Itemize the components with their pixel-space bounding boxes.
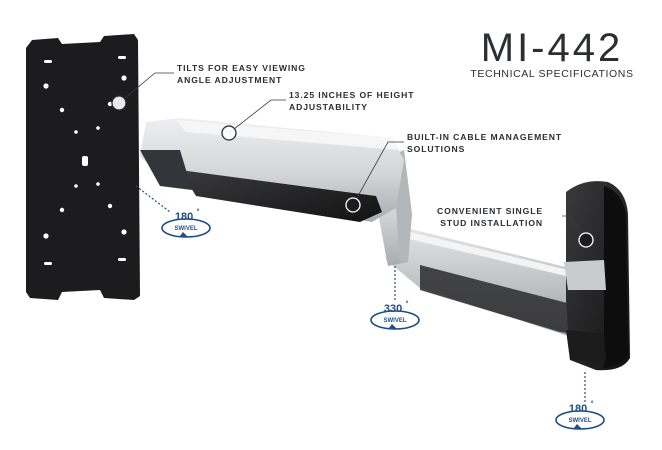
swivel-middle-label: SWIVEL [383, 318, 406, 324]
callout-tilt-line2: ANGLE ADJUSTMENT [177, 75, 283, 85]
model-title: MI-442 [480, 26, 624, 70]
callout-height: 13.25 INCHES OF HEIGHT ADJUSTABILITY [289, 89, 414, 113]
callout-cable-pointer [345, 141, 404, 213]
swivel-badge-right: 180 ° SWIVEL [555, 400, 605, 430]
callout-cable-line1: BUILT-IN CABLE MANAGEMENT [407, 132, 563, 142]
callout-tilt-line1: TILTS FOR EASY VIEWING [177, 63, 306, 73]
wall-bracket [564, 181, 630, 371]
swivel-left-label: SWIVEL [174, 226, 197, 232]
callout-height-line1: 13.25 INCHES OF HEIGHT [289, 90, 415, 100]
callout-stud-pointer [562, 215, 594, 248]
callout-tilt-pointer [111, 72, 174, 111]
swivel-middle-degree-sign: ° [406, 300, 409, 308]
vesa-plate [26, 34, 140, 300]
lower-arm [382, 222, 604, 338]
callout-cable: BUILT-IN CABLE MANAGEMENT SOLUTIONS [407, 131, 562, 155]
swivel-right-label: SWIVEL [568, 418, 591, 424]
swivel-badge-left: 180 ° SWIVEL [161, 208, 211, 238]
callout-stud-line1: CONVENIENT SINGLE [437, 206, 544, 216]
callout-height-line2: ADJUSTABILITY [289, 102, 368, 112]
callout-stud: CONVENIENT SINGLE STUD INSTALLATION [437, 205, 543, 229]
callout-cable-line2: SOLUTIONS [407, 144, 466, 154]
swivel-badge-middle: 330 ° SWIVEL [370, 300, 420, 330]
swivel-left-degrees: 180 [175, 211, 193, 223]
callout-tilt: TILTS FOR EASY VIEWING ANGLE ADJUSTMENT [177, 62, 306, 86]
swivel-left-degree-sign: ° [197, 208, 200, 216]
callout-height-pointer [221, 99, 286, 141]
swivel-guides [135, 185, 586, 402]
callout-stud-line2: STUD INSTALLATION [440, 218, 544, 228]
swivel-right-degree-sign: ° [591, 400, 594, 408]
swivel-middle-degrees: 330 [384, 303, 402, 315]
spec-subtitle: TECHNICAL SPECIFICATIONS [470, 68, 634, 80]
upper-arm [140, 118, 404, 222]
swivel-right-degrees: 180 [569, 403, 587, 415]
